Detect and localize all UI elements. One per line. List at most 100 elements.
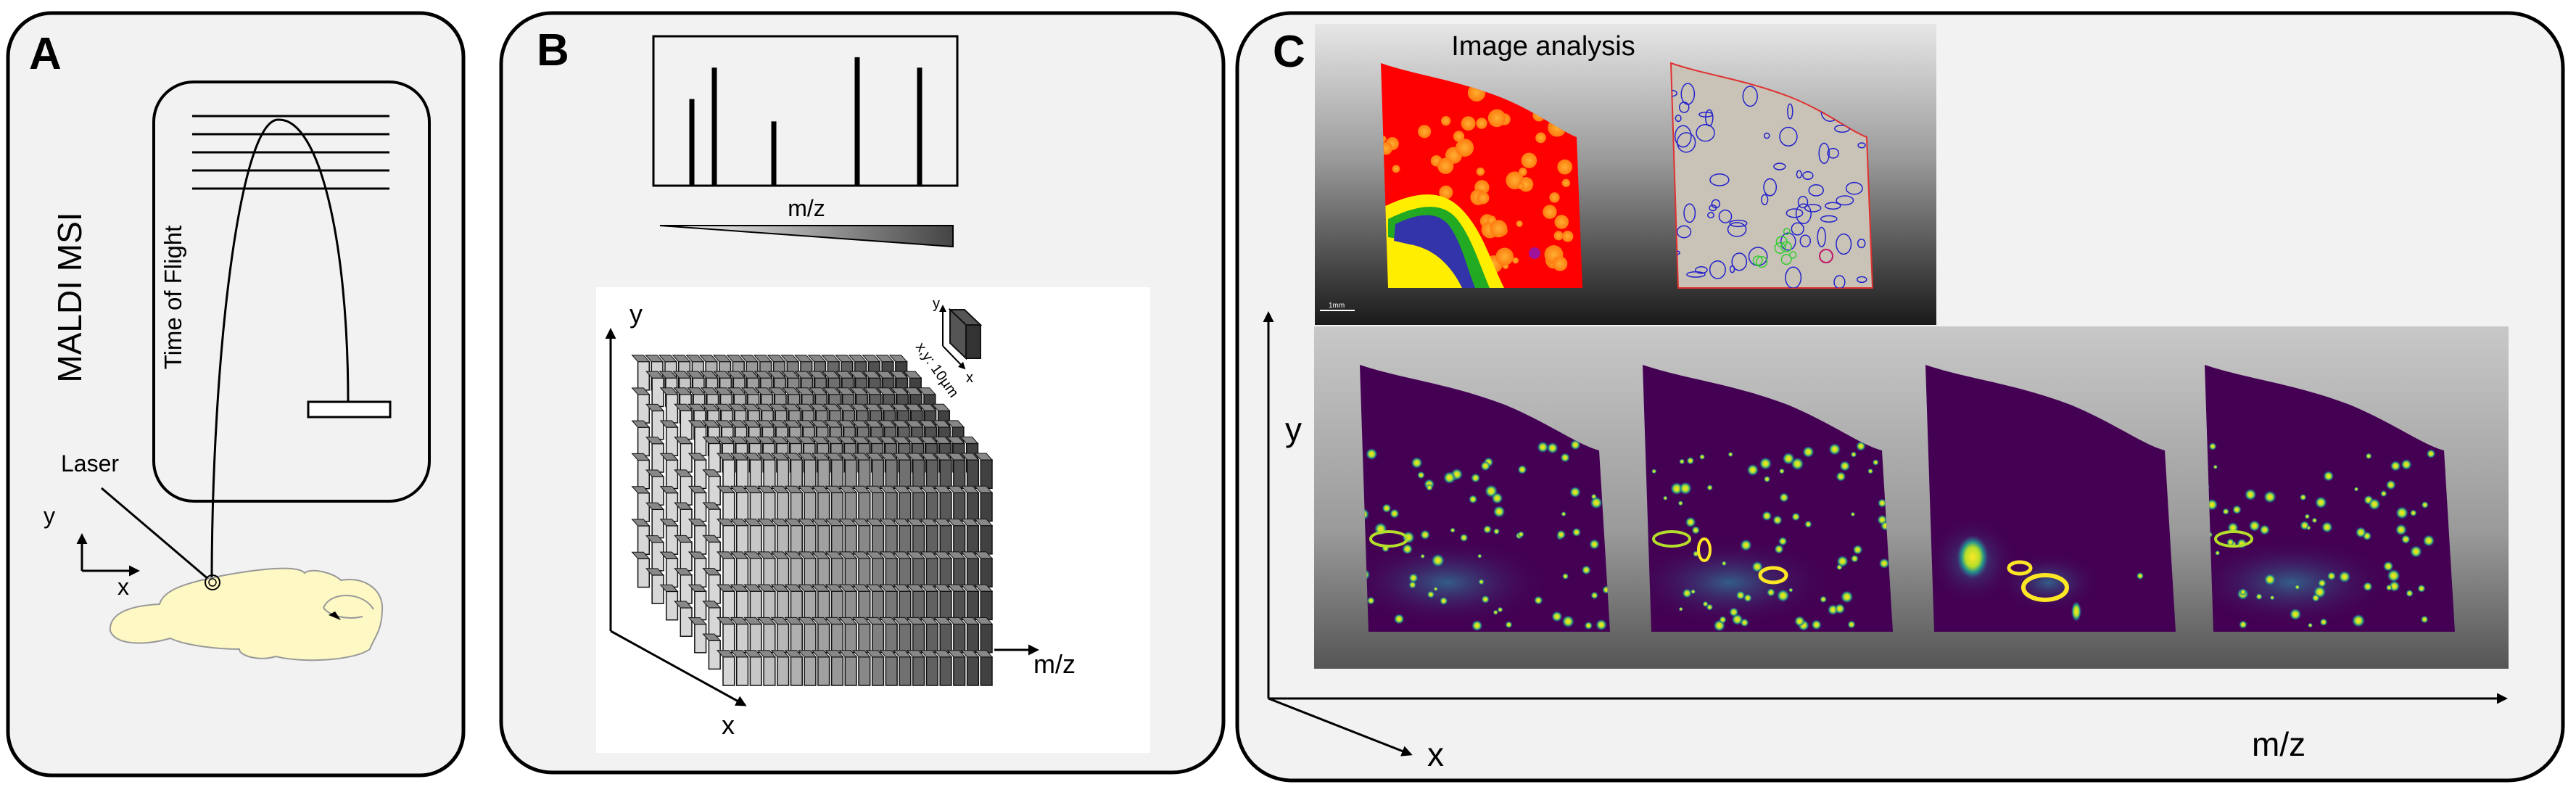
voxel (680, 508, 693, 539)
voxel (777, 524, 790, 555)
voxel (953, 656, 966, 686)
voxel (694, 492, 707, 522)
voxel (790, 590, 803, 621)
voxel (817, 656, 830, 686)
voxel (980, 558, 993, 588)
voxel (925, 623, 938, 654)
voxel (871, 590, 885, 621)
spectrum-peaks (689, 57, 922, 186)
voxel (651, 476, 664, 506)
voxel (844, 590, 857, 621)
voxel (858, 492, 871, 522)
voxel (966, 524, 980, 555)
voxel (899, 590, 912, 621)
voxel (830, 524, 844, 555)
voxel (871, 656, 885, 686)
spectrum-mz-label: m/z (788, 195, 825, 221)
voxel (637, 394, 651, 424)
mz-gradient-wedge (659, 225, 954, 248)
voxel (722, 492, 735, 522)
voxel (665, 393, 679, 424)
voxel (777, 590, 790, 621)
panel-a-frame (6, 11, 466, 778)
voxel (912, 656, 925, 686)
voxel-x-label: x (966, 370, 973, 386)
voxel (925, 524, 938, 555)
voxel (953, 623, 966, 654)
voxel (722, 558, 735, 588)
voxel (651, 508, 664, 539)
voxel (817, 623, 830, 654)
ion-image (2205, 365, 2455, 632)
voxel (858, 623, 871, 654)
voxel (912, 524, 925, 555)
voxel (858, 590, 871, 621)
voxel (637, 558, 651, 588)
voxel (749, 524, 762, 555)
voxel (790, 656, 803, 686)
voxel (966, 492, 980, 522)
axis-y-label: y (44, 503, 55, 529)
voxel (763, 623, 776, 654)
panel-letter-a: A (29, 29, 62, 79)
voxel (885, 459, 898, 490)
voxel (858, 656, 871, 686)
voxel (939, 459, 952, 490)
tof-analyzer: Time of Flight (152, 81, 431, 583)
voxel (651, 410, 664, 440)
voxel (735, 492, 749, 522)
voxel (804, 656, 817, 686)
voxel (899, 623, 912, 654)
voxel (708, 640, 721, 670)
ion-images-panel (1314, 326, 2509, 669)
voxel (749, 623, 762, 654)
voxel (912, 623, 925, 654)
voxel (680, 607, 693, 638)
voxel (763, 524, 776, 555)
voxel (939, 656, 952, 686)
voxel (844, 524, 857, 555)
panel-c: C Image analysis 1mm y x m/z (1235, 11, 2565, 783)
voxel (885, 558, 898, 588)
voxel (925, 656, 938, 686)
detector (307, 400, 392, 419)
voxel (637, 492, 651, 522)
cube-x-label: x (722, 710, 735, 740)
voxel (830, 558, 844, 588)
voxel (680, 574, 693, 604)
voxel (749, 590, 762, 621)
panel-letter-b: B (537, 25, 569, 75)
voxel (953, 492, 966, 522)
voxel (637, 459, 651, 490)
voxel (804, 623, 817, 654)
voxel (817, 459, 830, 490)
voxel (777, 492, 790, 522)
maldi-msi-title: MALDI MSI (51, 212, 88, 382)
voxel (885, 492, 898, 522)
tof-label: Time of Flight (160, 226, 186, 370)
voxel (763, 656, 776, 686)
voxel (912, 459, 925, 490)
voxel (817, 492, 830, 522)
voxel (735, 590, 749, 621)
panel-c-axes: y x m/z (1263, 311, 2508, 773)
image-analysis-title: Image analysis (1451, 31, 1635, 62)
voxel (980, 492, 993, 522)
voxel (925, 459, 938, 490)
voxel (885, 524, 898, 555)
voxel (790, 623, 803, 654)
voxel (980, 623, 993, 654)
voxel (966, 590, 980, 621)
voxel (694, 426, 707, 456)
voxel (939, 558, 952, 588)
voxel (749, 558, 762, 588)
voxel (708, 607, 721, 637)
voxel (858, 558, 871, 588)
voxel (694, 459, 707, 490)
voxel (735, 623, 749, 654)
voxel (680, 541, 693, 572)
voxel (680, 476, 693, 506)
voxel (749, 459, 762, 490)
laser-beam (101, 487, 210, 581)
voxel (708, 508, 721, 539)
